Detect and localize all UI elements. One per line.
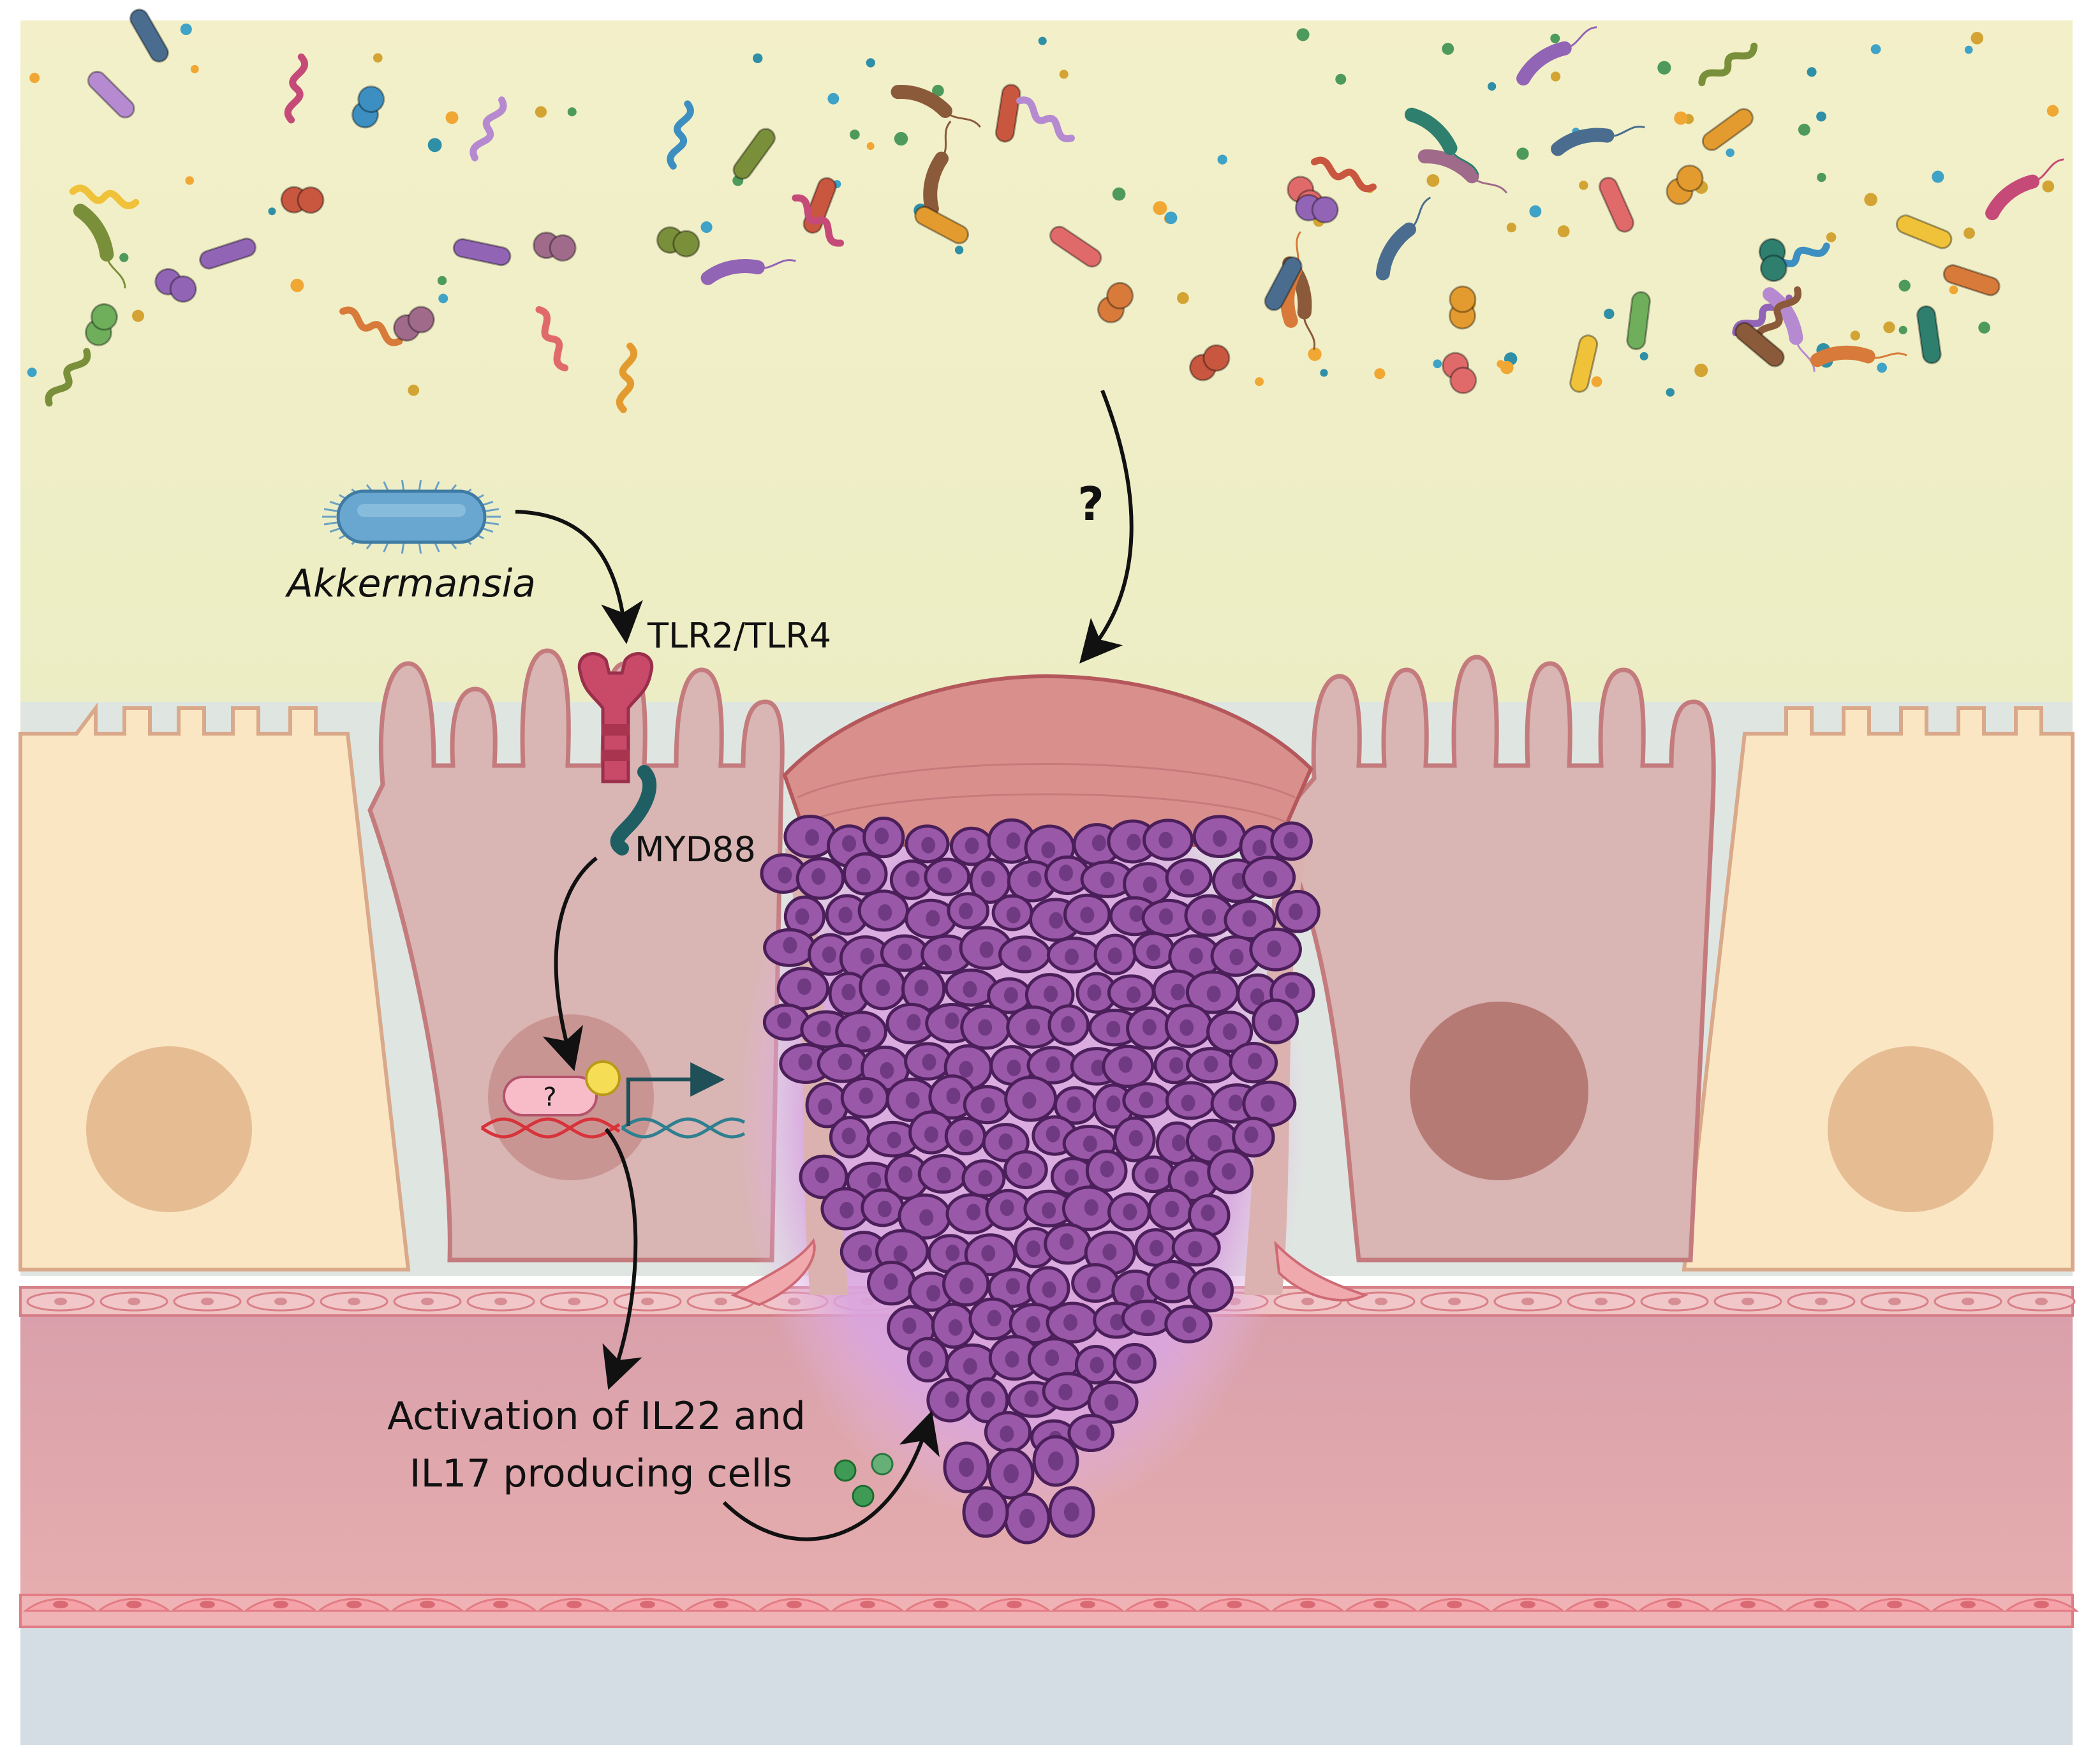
nucleus-right: [1828, 1046, 1993, 1212]
unknown-route-label: ?: [1077, 477, 1104, 531]
nucleus-right-inner: [1410, 1002, 1588, 1180]
arrow-akkermansia-to-receptor: [515, 510, 643, 644]
cytokine-dots: [834, 1453, 894, 1508]
epithelial-cell-right-inner: [1273, 655, 1716, 1263]
unknown-factor-label: ?: [543, 1083, 556, 1112]
arrow-nucleus-to-activation: [602, 1128, 642, 1390]
activation-label-line1: Activation of IL22 and: [387, 1394, 806, 1439]
unknown-transcription-factor: ?: [503, 1060, 621, 1116]
lumen-background: [20, 20, 2073, 754]
epithelial-cell-left: [18, 702, 411, 1271]
arrow-myd88-to-nucleus: [542, 856, 598, 1072]
submucosa-background: [20, 1627, 2073, 1745]
signalling-epithelial-cell: [367, 648, 785, 1263]
myd88-adaptor: [610, 765, 657, 856]
activation-label-line2: IL17 producing cells: [410, 1451, 792, 1496]
gut-microbiota: [45, 8, 2064, 413]
transcription-start-arrow: [626, 1062, 725, 1126]
fibroblast-right: [1274, 1240, 1369, 1301]
adaptor-label: MYD88: [635, 829, 756, 870]
tumor-cell-mass: [760, 815, 1320, 1545]
akkermansia-label: Akkermansia: [285, 561, 536, 606]
nucleus-left: [86, 1046, 252, 1212]
tlr-receptor: [577, 652, 654, 783]
dna-helix: [480, 1117, 745, 1139]
arrow-cytokines-to-tumor: [722, 1411, 940, 1541]
akkermansia-bacterium: [322, 480, 501, 554]
fibroblast-left: [730, 1238, 816, 1307]
receptor-label: TLR2/TLR4: [647, 616, 831, 656]
pathway-arrows: [515, 389, 1134, 1541]
epithelial-cell-right: [1682, 706, 2075, 1271]
phosphate-dot: [585, 1060, 621, 1096]
arrow-microbiota-to-tumor: [1079, 389, 1134, 664]
